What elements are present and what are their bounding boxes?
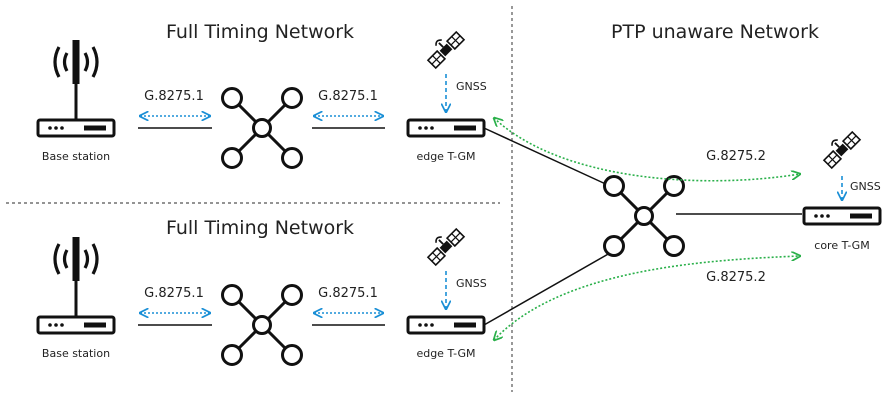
- gnss-top-label: GNSS: [456, 80, 487, 93]
- antenna-icon-bottom: [53, 235, 99, 283]
- edge-bottom-icon: [406, 315, 486, 335]
- satellite-icon-top: [422, 26, 465, 69]
- top-link-left-label: G.8275.1: [144, 89, 204, 104]
- switch-icon-bottom: [221, 284, 303, 366]
- edge-bottom-to-switch-line: [483, 252, 611, 326]
- edge-top-label: edge T-GM: [416, 150, 475, 163]
- edge-bottom-label: edge T-GM: [416, 347, 475, 360]
- g8275-2-top-arrow: [494, 118, 800, 182]
- right-title: PTP unaware Network: [611, 21, 819, 43]
- satellite-icon-right: [818, 126, 861, 169]
- right-link-top-label: G.8275.2: [706, 149, 766, 164]
- core-icon: [802, 206, 882, 226]
- core-label: core T-GM: [814, 239, 869, 252]
- antenna-icon-top: [53, 38, 99, 86]
- gnss-bottom-label: GNSS: [456, 277, 487, 290]
- right-link-bottom-label: G.8275.2: [706, 270, 766, 285]
- base-station-bottom-icon: [36, 315, 116, 335]
- edge-top-to-switch-line: [483, 127, 611, 187]
- base-station-bottom-label: Base station: [42, 347, 110, 360]
- gnss-right-label: GNSS: [850, 180, 881, 193]
- bottom-link-right-label: G.8275.1: [318, 286, 378, 301]
- base-station-top-label: Base station: [42, 150, 110, 163]
- bottom-left-title: Full Timing Network: [166, 217, 354, 239]
- bottom-link-left-label: G.8275.1: [144, 286, 204, 301]
- top-link-right-label: G.8275.1: [318, 89, 378, 104]
- edge-top-icon: [406, 118, 486, 138]
- satellite-icon-bottom: [422, 223, 465, 266]
- base-station-top-icon: [36, 118, 116, 138]
- switch-icon-right: [603, 175, 685, 257]
- top-left-title: Full Timing Network: [166, 21, 354, 43]
- switch-icon-top: [221, 87, 303, 169]
- g8275-2-bottom-arrow: [494, 256, 800, 340]
